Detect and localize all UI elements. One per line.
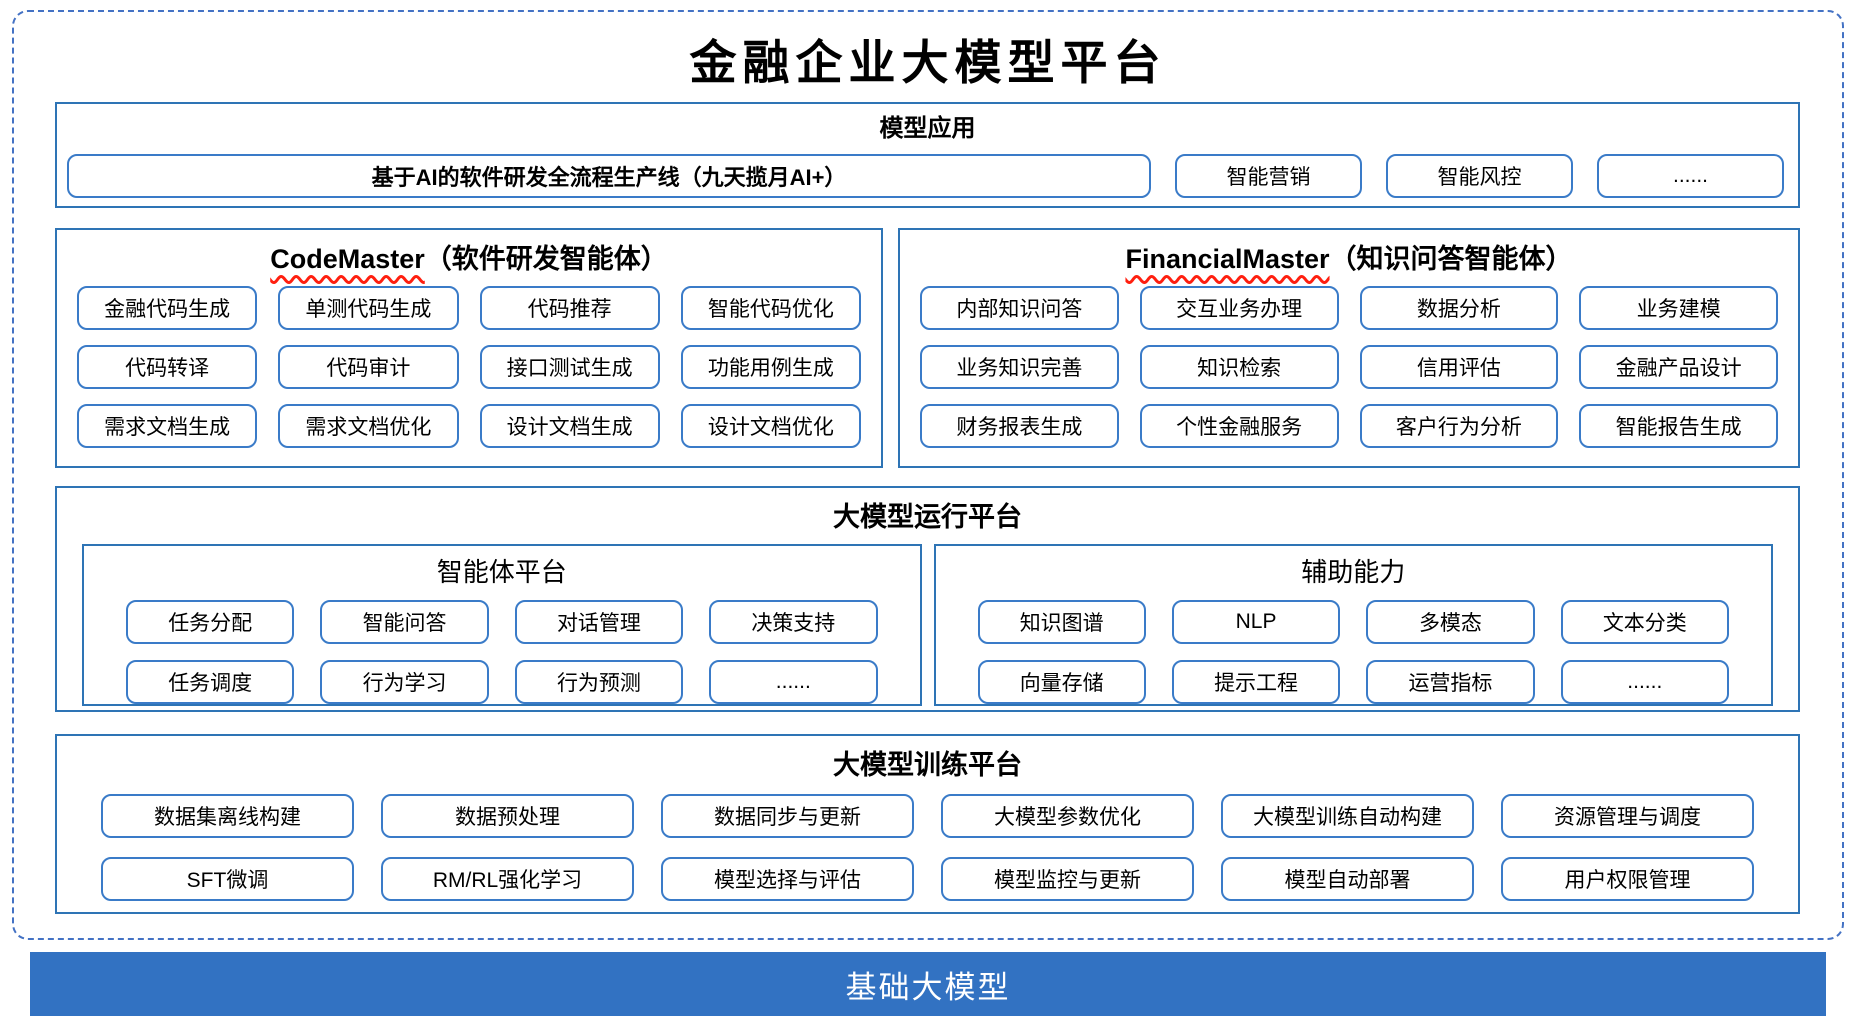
- item-box: 智能营销: [1175, 154, 1362, 198]
- item-box: 向量存储: [977, 660, 1146, 704]
- item-box: 多模态: [1366, 600, 1535, 644]
- item-box: 功能用例生成: [680, 345, 861, 389]
- item-box: 客户行为分析: [1359, 404, 1559, 448]
- runtime-platform-columns: 智能体平台 任务分配 智能问答 对话管理 决策支持 任务调度 行为学习 行为预测…: [57, 536, 1798, 706]
- item-box: 单测代码生成: [278, 286, 459, 330]
- section-training-platform: 大模型训练平台 数据集离线构建 数据预处理 数据同步与更新 大模型参数优化 大模…: [55, 734, 1800, 914]
- item-box: 知识检索: [1139, 345, 1339, 389]
- item-box: 模型自动部署: [1221, 857, 1474, 901]
- financialmaster-header-zh: （知识问答智能体）: [1329, 244, 1573, 274]
- codemaster-grid: 金融代码生成 单测代码生成 代码推荐 智能代码优化 代码转译 代码审计 接口测试…: [57, 278, 881, 448]
- item-box: 对话管理: [514, 600, 684, 644]
- section-codemaster: CodeMaster（软件研发智能体） 金融代码生成 单测代码生成 代码推荐 智…: [55, 228, 883, 468]
- item-box: 基于AI的软件研发全流程生产线（九天揽月AI+）: [67, 154, 1151, 198]
- section-model-applications: 模型应用 基于AI的软件研发全流程生产线（九天揽月AI+） 智能营销 智能风控 …: [55, 102, 1800, 208]
- agent-platform-box: 智能体平台 任务分配 智能问答 对话管理 决策支持 任务调度 行为学习 行为预测…: [82, 544, 922, 706]
- item-box: 金融产品设计: [1579, 345, 1778, 389]
- item-box: ......: [1597, 154, 1784, 198]
- item-box: 内部知识问答: [920, 286, 1119, 330]
- item-box: 数据集离线构建: [101, 794, 354, 838]
- item-box: 智能报告生成: [1579, 404, 1778, 448]
- item-box: 信用评估: [1359, 345, 1559, 389]
- item-box: 数据预处理: [381, 794, 634, 838]
- item-box: 智能风控: [1386, 154, 1573, 198]
- runtime-platform-header: 大模型运行平台: [833, 502, 1022, 532]
- item-box: 业务建模: [1579, 286, 1778, 330]
- section-financialmaster: FinancialMaster（知识问答智能体） 内部知识问答 交互业务办理 数…: [898, 228, 1800, 468]
- financialmaster-grid: 内部知识问答 交互业务办理 数据分析 业务建模 业务知识完善 知识检索 信用评估…: [900, 278, 1798, 448]
- item-box: 数据分析: [1359, 286, 1559, 330]
- item-box: 任务调度: [126, 660, 295, 704]
- item-box: 需求文档生成: [77, 404, 258, 448]
- item-box: 设计文档优化: [680, 404, 861, 448]
- item-box: 文本分类: [1560, 600, 1729, 644]
- item-box: RM/RL强化学习: [381, 857, 634, 901]
- item-box: 大模型训练自动构建: [1221, 794, 1474, 838]
- training-platform-grid: 数据集离线构建 数据预处理 数据同步与更新 大模型参数优化 大模型训练自动构建 …: [57, 784, 1798, 901]
- section-runtime-platform: 大模型运行平台 智能体平台 任务分配 智能问答 对话管理 决策支持 任务调度 行…: [55, 486, 1800, 712]
- item-box: 智能问答: [320, 600, 489, 644]
- item-box: 业务知识完善: [920, 345, 1119, 389]
- item-box: SFT微调: [101, 857, 354, 901]
- item-box: 代码推荐: [479, 286, 660, 330]
- item-box: 知识图谱: [977, 600, 1146, 644]
- auxiliary-capability-header: 辅助能力: [1301, 557, 1406, 587]
- financialmaster-header-en: FinancialMaster: [1125, 244, 1330, 274]
- item-box: NLP: [1171, 600, 1341, 644]
- auxiliary-capability-grid: 知识图谱 NLP 多模态 文本分类 向量存储 提示工程 运营指标 ......: [936, 590, 1772, 704]
- item-box: 智能代码优化: [680, 286, 861, 330]
- item-box: 模型选择与评估: [661, 857, 914, 901]
- item-box: 模型监控与更新: [941, 857, 1194, 901]
- item-box: 运营指标: [1366, 660, 1535, 704]
- platform-outer-frame: [12, 10, 1844, 940]
- item-box: 金融代码生成: [77, 286, 258, 330]
- auxiliary-capability-box: 辅助能力 知识图谱 NLP 多模态 文本分类 向量存储 提示工程 运营指标 ..…: [933, 544, 1773, 706]
- model-applications-row: 基于AI的软件研发全流程生产线（九天揽月AI+） 智能营销 智能风控 .....…: [67, 154, 1784, 198]
- item-box: 提示工程: [1171, 660, 1341, 704]
- codemaster-header-zh: （软件研发智能体）: [424, 244, 668, 274]
- agent-platform-grid: 任务分配 智能问答 对话管理 决策支持 任务调度 行为学习 行为预测 .....…: [84, 590, 920, 704]
- item-box: 设计文档生成: [479, 404, 660, 448]
- item-box: 交互业务办理: [1139, 286, 1339, 330]
- training-platform-header: 大模型训练平台: [833, 750, 1022, 780]
- agent-platform-header: 智能体平台: [436, 557, 567, 587]
- item-box: 接口测试生成: [479, 345, 660, 389]
- item-box: 行为学习: [320, 660, 489, 704]
- item-box: 个性金融服务: [1139, 404, 1339, 448]
- item-box: 决策支持: [709, 600, 878, 644]
- item-box: 资源管理与调度: [1501, 794, 1754, 838]
- foundation-model-bar: 基础大模型: [30, 952, 1826, 1016]
- model-applications-header: 模型应用: [879, 115, 976, 142]
- item-box: ......: [709, 660, 878, 704]
- item-box: 用户权限管理: [1501, 857, 1754, 901]
- page-title: 金融企业大模型平台: [689, 36, 1167, 91]
- item-box: 需求文档优化: [278, 404, 459, 448]
- item-box: 任务分配: [126, 600, 295, 644]
- codemaster-header-en: CodeMaster: [270, 244, 425, 274]
- item-box: ......: [1560, 660, 1729, 704]
- financialmaster-header: FinancialMaster（知识问答智能体）: [900, 240, 1798, 278]
- item-box: 大模型参数优化: [941, 794, 1194, 838]
- item-box: 财务报表生成: [920, 404, 1119, 448]
- codemaster-header: CodeMaster（软件研发智能体）: [57, 240, 881, 278]
- item-box: 代码转译: [77, 345, 258, 389]
- item-box: 行为预测: [514, 660, 684, 704]
- foundation-model-label: 基础大模型: [845, 969, 1011, 1005]
- item-box: 代码审计: [278, 345, 459, 389]
- item-box: 数据同步与更新: [661, 794, 914, 838]
